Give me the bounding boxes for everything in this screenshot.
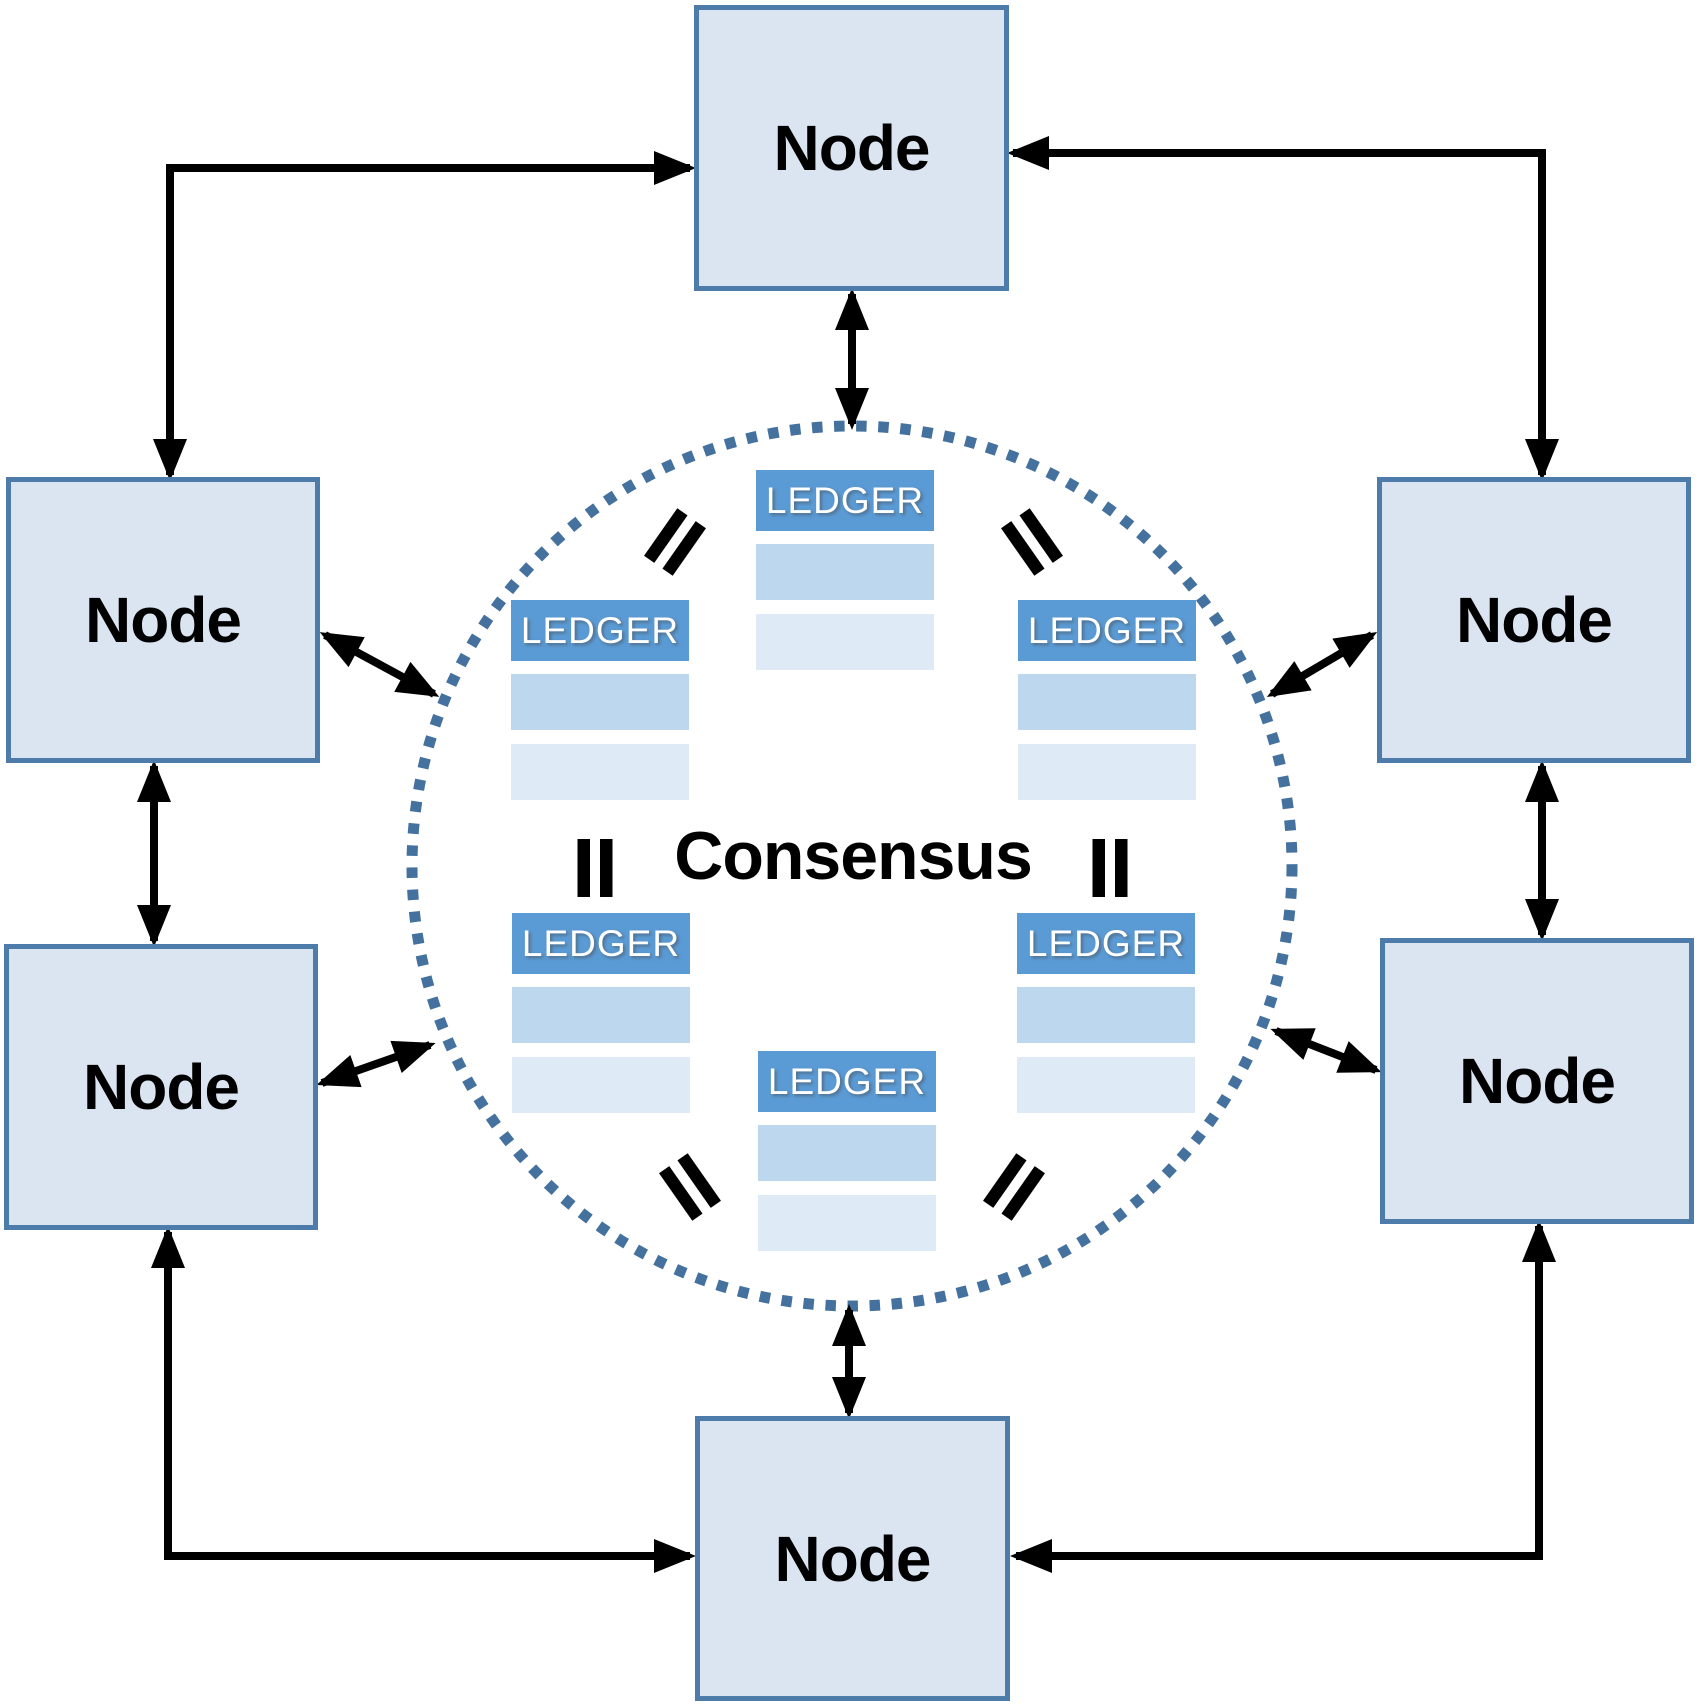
ledger-block-bottom: LEDGER (758, 1051, 936, 1251)
node-label: Node (85, 584, 242, 656)
equals-icon-mid-left (577, 839, 613, 897)
node-label: Node (774, 1522, 932, 1595)
ledger-block-upper-left: LEDGER (511, 600, 689, 800)
ledger-row (511, 674, 689, 730)
equals-icon-mid-right (1092, 839, 1128, 897)
ledger-row (512, 987, 690, 1043)
arrow-upper-right-node-to-circle (1266, 631, 1378, 698)
ledger-header: LEDGER (511, 600, 689, 661)
equals-icon-bottom-left (659, 1153, 721, 1221)
node-label: Node (1456, 584, 1613, 656)
ledger-label: LEDGER (1026, 922, 1186, 964)
node-box-top: Node (694, 5, 1009, 291)
arrow-lower-right-node-to-circle (1270, 1027, 1382, 1074)
node-box-lower-left: Node (4, 944, 318, 1230)
ledger-row (512, 1057, 690, 1113)
equals-icon-top-right (1001, 508, 1063, 576)
ledger-row (1017, 987, 1195, 1043)
ledger-label: LEDGER (767, 1060, 927, 1102)
node-label: Node (83, 1051, 240, 1123)
arrow-lower-left-node-to-circle (316, 1040, 436, 1088)
node-label: Node (773, 112, 931, 184)
arrow-top-node-to-upper-right-node (1007, 136, 1559, 481)
ledger-row (1017, 1057, 1195, 1113)
ledger-row (1018, 674, 1196, 730)
ledger-label: LEDGER (1027, 609, 1187, 651)
node-box-upper-left: Node (6, 477, 320, 763)
ledger-header: LEDGER (1017, 913, 1195, 974)
ledger-header: LEDGER (512, 913, 690, 974)
ledger-label: LEDGER (521, 922, 681, 964)
ledger-header: LEDGER (758, 1051, 936, 1112)
ledger-row (1018, 744, 1196, 800)
ledger-row (756, 614, 934, 670)
arrow-upper-left-node-to-circle (319, 631, 440, 698)
equals-icon-bottom-right (983, 1153, 1045, 1221)
ledger-block-lower-right: LEDGER (1017, 913, 1195, 1113)
ledger-row (756, 544, 934, 600)
node-label: Node (1459, 1045, 1616, 1117)
ledger-block-top: LEDGER (756, 470, 934, 670)
ledger-block-upper-right: LEDGER (1018, 600, 1196, 800)
ledger-header: LEDGER (1018, 600, 1196, 661)
consensus-title: Consensus (674, 818, 1033, 894)
ledger-row (758, 1125, 936, 1181)
ledger-header: LEDGER (756, 470, 934, 531)
arrow-lower-right-node-to-bottom-node (1010, 1220, 1556, 1573)
ledger-row (511, 744, 689, 800)
ledger-label: LEDGER (765, 479, 925, 521)
ledger-label: LEDGER (520, 609, 680, 651)
ledger-block-lower-left: LEDGER (512, 913, 690, 1113)
equals-icon-top-left (644, 508, 706, 576)
node-box-upper-right: Node (1377, 477, 1691, 763)
node-box-bottom: Node (695, 1416, 1010, 1701)
arrow-lower-left-node-to-bottom-node (151, 1226, 696, 1573)
node-box-lower-right: Node (1380, 938, 1694, 1224)
arrow-upper-left-node-to-top-node (153, 151, 696, 481)
ledger-row (758, 1195, 936, 1251)
